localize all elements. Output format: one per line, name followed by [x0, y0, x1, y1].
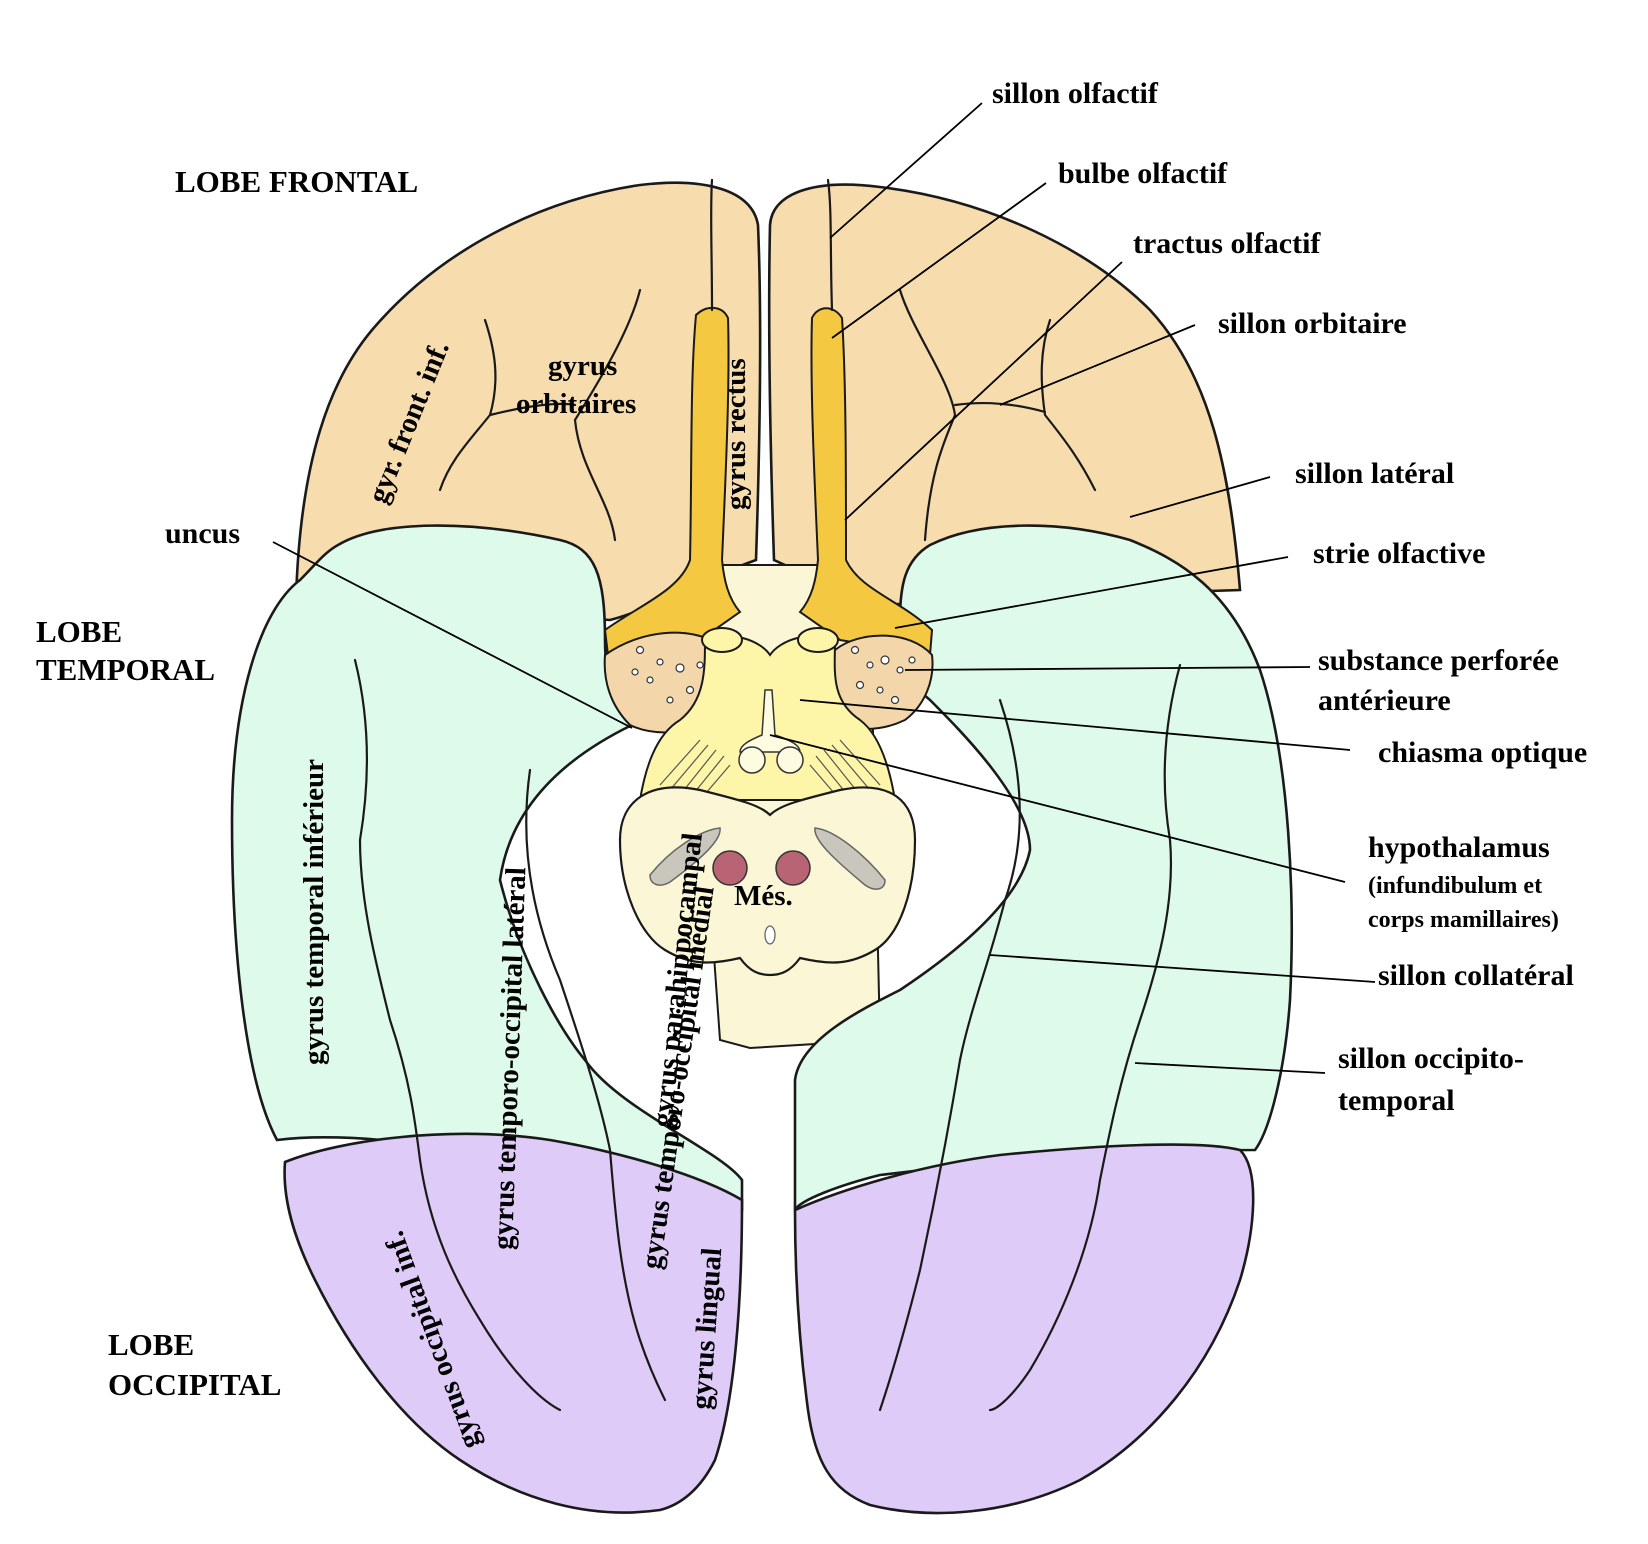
label-gyrus-orbitaires-1: gyrus: [548, 350, 617, 382]
occipital-lobe-right: [793, 1143, 1255, 1515]
label-hypothalamus-1: hypothalamus: [1368, 831, 1550, 864]
red-nucleus-left: [712, 850, 748, 886]
label-sillon-olfactif: sillon olfactif: [992, 77, 1159, 110]
label-substance-perforee-1: substance perforée: [1318, 644, 1559, 677]
label-gyrus-orbitaires-2: orbitaires: [516, 388, 636, 420]
substantia-nigra-left: [649, 827, 721, 886]
label-strie-olfactive: strie olfactive: [1313, 537, 1485, 570]
label-sillon-occipito-1: sillon occipito-: [1338, 1042, 1524, 1075]
label-sillon-collateral: sillon collatéral: [1378, 959, 1574, 992]
label-lobe-temporal-1: LOBE: [36, 614, 122, 649]
label-tractus-olfactif: tractus olfactif: [1133, 227, 1321, 260]
mamillary-body-right: [776, 746, 804, 774]
label-mesencephalon: Més.: [734, 880, 793, 912]
olfactory-tract-left: [603, 306, 742, 657]
label-lobe-temporal-2: TEMPORAL: [36, 652, 215, 687]
midbrain: [618, 786, 917, 977]
label-lobe-occipital-1: LOBE: [108, 1327, 194, 1362]
label-hypothalamus-3: corps mamillaires): [1368, 907, 1559, 933]
label-sillon-occipito-2: temporal: [1338, 1084, 1455, 1117]
label-hypothalamus-2: (infundibulum et: [1368, 873, 1542, 899]
cerebral-aqueduct: [764, 925, 776, 945]
label-gyrus-temporal-inferieur: gyrus temporal inférieur: [298, 759, 330, 1065]
perforated-dots: [631, 645, 916, 705]
substantia-nigra-right: [814, 827, 886, 890]
label-lobe-occipital-2: OCCIPITAL: [108, 1367, 281, 1402]
label-sillon-orbitaire: sillon orbitaire: [1218, 307, 1407, 340]
label-chiasma-optique: chiasma optique: [1378, 736, 1587, 769]
label-sillon-lateral: sillon latéral: [1295, 457, 1454, 490]
label-lobe-frontal: LOBE FRONTAL: [175, 164, 418, 199]
temporal-lobe-left: [230, 524, 744, 1212]
sulci-lines: [353, 178, 1182, 1412]
frontal-lobe-right: [767, 183, 1242, 606]
label-bulbe-olfactif: bulbe olfactif: [1058, 157, 1228, 190]
mamillary-body-left: [738, 746, 766, 774]
occipital-lobe-left: [283, 1132, 744, 1514]
label-substance-perforee-2: antérieure: [1318, 684, 1451, 717]
label-uncus: uncus: [165, 517, 240, 550]
leader-lines: [272, 102, 1376, 1074]
label-gyrus-rectus: gyrus rectus: [720, 358, 752, 510]
optic-nerve-right: [797, 627, 839, 653]
optic-nerve-left: [701, 627, 743, 653]
red-nucleus-right: [775, 850, 811, 886]
